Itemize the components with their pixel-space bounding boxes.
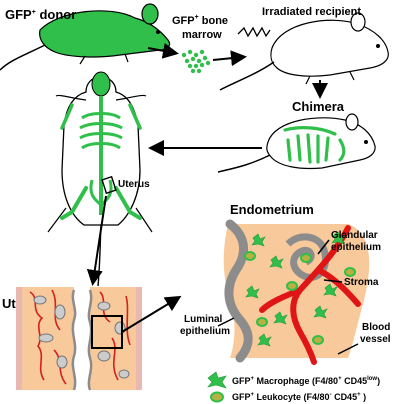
legend-macrophage-text: GFP+ Macrophage (F4/80+ CD45low)	[232, 376, 380, 386]
arrow-marrow-to-recipient	[212, 50, 247, 67]
endometrium-label: Endometrium	[230, 202, 314, 217]
legend: GFP+ Macrophage (F4/80+ CD45low) GFP+ Le…	[207, 371, 380, 403]
bone-marrow-cells	[181, 49, 211, 74]
luminal-epithelium-label: Luminal	[184, 314, 223, 325]
gfp-donor-label: GFP+ donor	[5, 7, 76, 22]
endometrium-panel	[223, 219, 370, 365]
uterus-callout-label: Uterus	[118, 179, 150, 190]
luminal-epithelium-label-line2: epithelium	[180, 326, 230, 337]
glandular-epithelium-label-line2: epithelium	[331, 242, 381, 253]
glandular-leader-line	[317, 239, 330, 255]
uterus-section	[16, 287, 142, 391]
arrow-donor-to-marrow	[147, 42, 179, 59]
bone-marrow-label-line2: marrow	[182, 29, 222, 41]
blood-vessel-label-line2: vessel	[360, 334, 391, 345]
blood-vessel-leader-line	[337, 343, 359, 355]
glandular-epithelium-label: Glandular	[331, 230, 378, 241]
radiation-icon	[237, 26, 271, 38]
stroma-label: Stroma	[344, 277, 379, 288]
bone-marrow-label: GFP+ bone	[172, 14, 228, 27]
dissected-mouse	[47, 71, 153, 287]
luminal-epithelium	[224, 219, 253, 363]
legend-leukocyte-icon	[210, 391, 224, 403]
arrow-to-endometrium	[121, 295, 182, 333]
legend-leukocyte-text: GFP+ Leukocyte (F4/80- CD45+ )	[232, 392, 366, 402]
recipient-mouse	[219, 12, 389, 91]
chimera-label: Chimera	[292, 99, 345, 114]
luminal-leader-line	[217, 317, 235, 327]
arrow-to-uterus-section	[86, 195, 107, 286]
blood-vessel-label: Blood	[362, 322, 390, 333]
legend-macrophage-icon	[207, 371, 227, 389]
blood-vessel-shape	[259, 225, 361, 365]
glandular-epithelium	[285, 233, 329, 281]
stroma-leader-line	[323, 279, 343, 283]
irradiated-recipient-label: Irradiated recipient	[262, 6, 361, 18]
chimera-mouse	[217, 113, 376, 173]
